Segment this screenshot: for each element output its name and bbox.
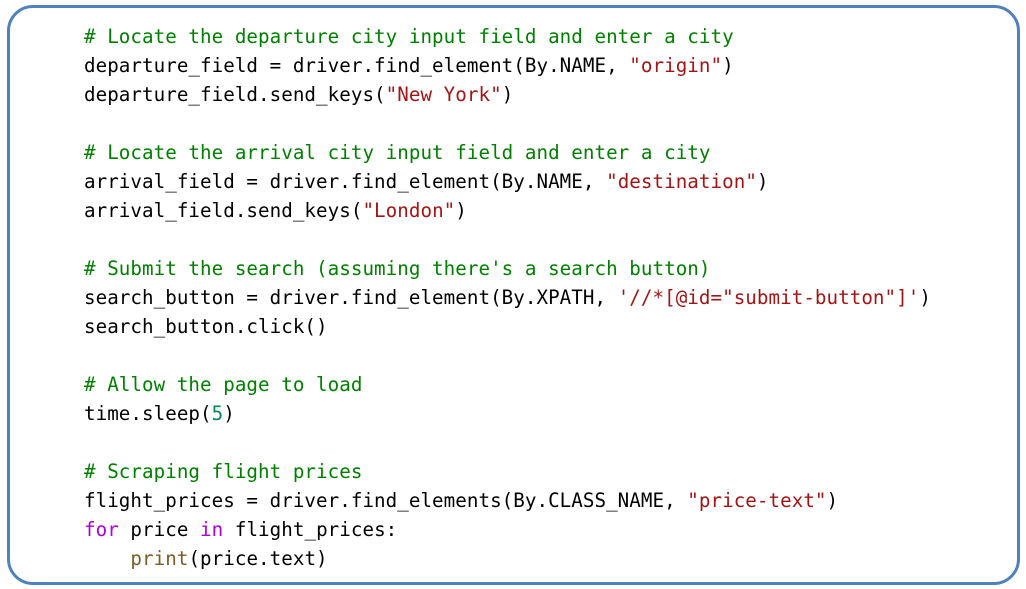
- code-line: # Scraping flight prices: [84, 457, 931, 486]
- code-token: ): [722, 54, 734, 77]
- code-token: departure_field = driver.find_element(By…: [84, 54, 630, 77]
- code-line: # Submit the search (assuming there's a …: [84, 254, 931, 283]
- code-token: ): [826, 489, 839, 512]
- code-token-kw: in: [200, 518, 224, 541]
- code-line: search_button.click(): [84, 312, 931, 341]
- code-line: [84, 225, 931, 254]
- code-token-st: "origin": [629, 54, 723, 77]
- code-token-cm: # Locate the arrival city input field an…: [84, 141, 711, 164]
- code-token: flight_prices:: [223, 518, 398, 541]
- code-token: price: [118, 518, 201, 541]
- code-line: [84, 341, 931, 370]
- code-token: arrival_field.send_keys(: [84, 199, 363, 222]
- code-line: departure_field.send_keys("New York"): [84, 80, 931, 109]
- code-line: flight_prices = driver.find_elements(By.…: [84, 486, 931, 515]
- code-token-cm: # Locate the departure city input field …: [84, 25, 734, 48]
- code-block: # Locate the departure city input field …: [84, 22, 931, 573]
- code-token: (price.text): [188, 547, 328, 570]
- code-token-st: "destination": [606, 170, 757, 193]
- code-snippet-frame: [7, 5, 1020, 585]
- code-token: [84, 547, 130, 570]
- code-line: print(price.text): [84, 544, 931, 573]
- code-token: ): [501, 83, 514, 106]
- code-token: ): [223, 402, 235, 425]
- code-line: # Locate the departure city input field …: [84, 22, 931, 51]
- code-line: [84, 109, 931, 138]
- code-token-cm: # Allow the page to load: [84, 373, 363, 396]
- code-token: ): [756, 170, 769, 193]
- code-token-st: "price-text": [687, 489, 827, 512]
- code-token: ): [455, 199, 467, 222]
- code-line: arrival_field = driver.find_element(By.N…: [84, 167, 931, 196]
- code-line: # Locate the arrival city input field an…: [84, 138, 931, 167]
- code-token-cm: # Submit the search (assuming there's a …: [84, 257, 711, 280]
- code-line: for price in flight_prices:: [84, 515, 931, 544]
- code-token: time.sleep(: [84, 402, 212, 425]
- code-token-fn: print: [130, 547, 189, 570]
- code-token-cm: # Scraping flight prices: [84, 460, 363, 483]
- code-token: search_button.click(): [84, 315, 328, 338]
- code-token-kw: for: [84, 518, 119, 541]
- code-line: # Allow the page to load: [84, 370, 931, 399]
- code-line: time.sleep(5): [84, 399, 931, 428]
- code-token-st: "New York": [385, 83, 502, 106]
- code-line: search_button = driver.find_element(By.X…: [84, 283, 931, 312]
- code-line: arrival_field.send_keys("London"): [84, 196, 931, 225]
- code-line: [84, 428, 931, 457]
- code-line: departure_field = driver.find_element(By…: [84, 51, 931, 80]
- code-token-st: "London": [362, 199, 456, 222]
- code-token: flight_prices = driver.find_elements(By.…: [84, 489, 688, 512]
- code-token: arrival_field = driver.find_element(By.N…: [84, 170, 607, 193]
- code-token-st: '//*[@id="submit-button"]': [617, 286, 920, 309]
- code-token: departure_field.send_keys(: [84, 83, 386, 106]
- code-token-nu: 5: [211, 402, 224, 425]
- code-token: ): [919, 286, 931, 309]
- code-token: search_button = driver.find_element(By.X…: [84, 286, 618, 309]
